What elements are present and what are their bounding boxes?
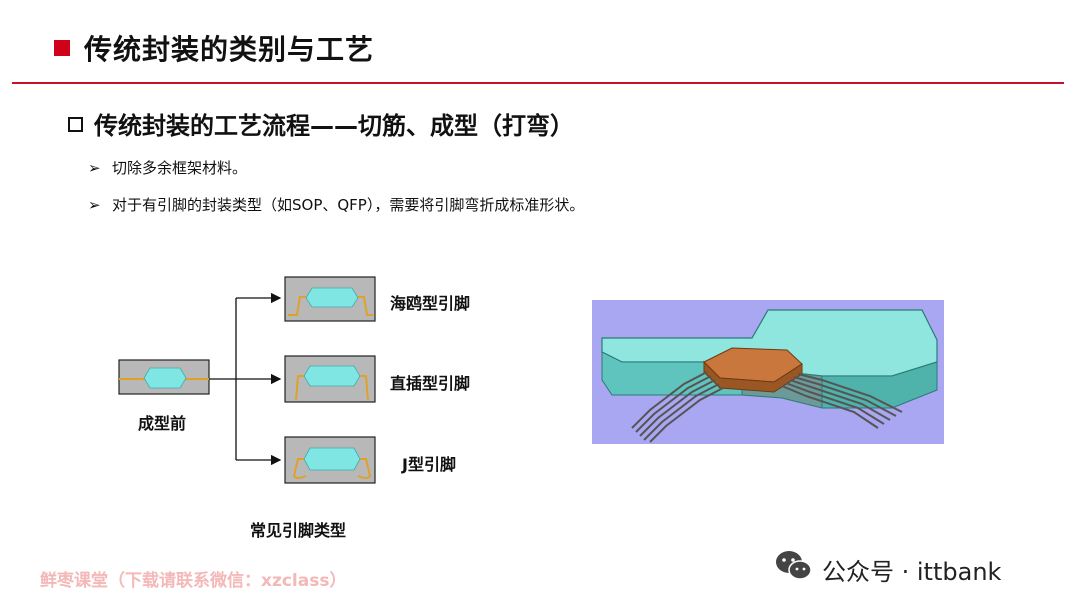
package-j-lead [284, 436, 376, 484]
arrow-bullet-icon: ➢ [88, 159, 101, 177]
qfp-package-illustration [592, 300, 944, 444]
bullet-text: 切除多余框架材料。 [112, 159, 248, 177]
bullet-item: ➢ 切除多余框架材料。 [88, 157, 247, 178]
before-forming-label: 成型前 [138, 414, 187, 433]
bullet-text: 对于有引脚的封装类型（如SOP、QFP），需要将引脚弯折成标准形状。 [112, 196, 585, 214]
account-name: 公众号 · ittbank [822, 558, 1002, 586]
section-title: 传统封装的工艺流程——切筋、成型（打弯） [94, 112, 574, 140]
connector-arrows [209, 292, 282, 466]
hollow-square-bullet-icon [68, 117, 83, 132]
bullet-item: ➢ 对于有引脚的封装类型（如SOP、QFP），需要将引脚弯折成标准形状。 [88, 194, 584, 215]
j-lead-label: J型引脚 [402, 455, 456, 474]
title-marker-icon [54, 40, 70, 56]
watermark-text: 鲜枣课堂（下载请联系微信：xzclass） [40, 571, 347, 591]
right-leads [781, 373, 903, 429]
gull-wing-label: 海鸥型引脚 [390, 294, 471, 313]
package-before-forming [118, 359, 210, 395]
title-divider [12, 82, 1064, 84]
wechat-icon [776, 551, 812, 580]
left-leads [631, 371, 724, 443]
arrow-bullet-icon: ➢ [88, 196, 101, 214]
diagram-caption: 常见引脚类型 [250, 521, 347, 540]
package-through-hole [284, 355, 376, 403]
lead-type-diagram [118, 276, 376, 484]
package-gull-wing [284, 276, 376, 322]
page-title: 传统封装的类别与工艺 [84, 33, 375, 66]
through-hole-label: 直插型引脚 [390, 374, 471, 393]
